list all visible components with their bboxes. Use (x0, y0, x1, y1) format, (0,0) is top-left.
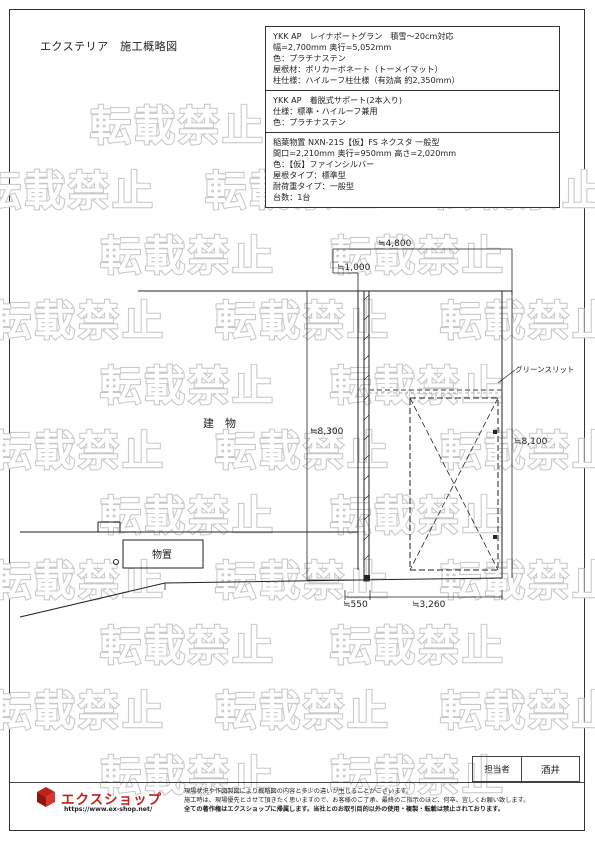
dim-offset-1000: ≒1,000 (337, 263, 371, 273)
spec-section-shed: 稲葉物置 NXN-21S【仮】FS ネクスタ 一般型 間口=2,210mm 奥行… (266, 133, 559, 207)
spec-line: YKK AP 着脱式サポート(2本入り) (273, 95, 403, 105)
dim-bottom-3260: ≒3,260 (412, 600, 446, 610)
spec-line: 色：【仮】ファインシルバー (273, 159, 375, 169)
brand-box-icon (37, 787, 55, 807)
dim-depth-right: ≒8,100 (514, 437, 548, 447)
footer-note-copyright: 全ての著作権はエクスショップに帰属します。当社とのお取引目的以外の使用・複製・転… (184, 806, 504, 813)
shed-marker (113, 559, 119, 565)
carport-post-wall (363, 290, 370, 582)
brand-url: https://www.ex-shop.net/ (64, 806, 153, 813)
spec-section-carport: YKK AP レイナポートグラン 積雪～20cm対応 幅=2,700mm 奥行=… (266, 27, 559, 91)
spec-line: 台数：1台 (273, 192, 311, 202)
spec-line: 屋根材：ポリカーボネート（トーメイマット） (273, 64, 443, 74)
footer-notes: 現場状況や作図製図により概略図の内容と多少の違いが生じることがございます。 施工… (184, 787, 564, 814)
spec-line: 色：プラチナステン (273, 117, 346, 127)
building-label: 建 物 (203, 416, 236, 430)
footer-note: 施工時は、現場優先とさせて頂きたく思いますので、お客様のご了承、最終のご指示のほ… (184, 797, 530, 804)
dim-depth-left: ≒8,300 (310, 427, 344, 437)
staff-box: 担当者 酒井 (472, 756, 580, 782)
spec-line: 屋根タイプ：標準型 (273, 170, 346, 180)
dim-bottom-550: ≒550 (343, 600, 368, 610)
shed-label: 物置 (152, 548, 172, 561)
spec-line: 耐荷重タイプ：一般型 (273, 181, 354, 191)
spec-line: 色：プラチナステン (273, 53, 346, 63)
spec-line: 柱仕様：ハイルーフ柱仕様（有効高 約2,350mm） (273, 75, 460, 85)
spec-line: 稲葉物置 NXN-21S【仮】FS ネクスタ 一般型 (273, 137, 440, 147)
footer-divider (9, 782, 585, 783)
brand-name: エクスショップ (61, 792, 163, 808)
staff-name: 酒井 (540, 765, 560, 776)
dim-total-width: ≒4,800 (378, 239, 412, 249)
document-title: エクステリア 施工概略図 (40, 40, 178, 53)
spec-section-support: YKK AP 着脱式サポート(2本入り) 仕様：標準・ハイルーフ兼用 色：プラチ… (266, 91, 559, 133)
road-boundary (19, 577, 503, 618)
spec-line: 仕様：標準・ハイルーフ兼用 (273, 106, 378, 116)
spec-line: 幅=2,700mm 奥行=5,052mm (273, 42, 392, 52)
spec-table: YKK AP レイナポートグラン 積雪～20cm対応 幅=2,700mm 奥行=… (265, 26, 560, 208)
spec-line: 間口=2,210mm 奥行=950mm 高さ=2,020mm (273, 148, 457, 158)
staff-label: 担当者 (473, 757, 522, 781)
spec-line: YKK AP レイナポートグラン 積雪～20cm対応 (273, 31, 454, 41)
carport-roof (409, 397, 499, 571)
green-slit-label: グリーンスリット (515, 364, 574, 374)
page-border (9, 9, 585, 831)
storage-shed (122, 539, 204, 569)
footer-note: 現場状況や作図製図により概略図の内容と多少の違いが生じることがございます。 (184, 788, 413, 795)
